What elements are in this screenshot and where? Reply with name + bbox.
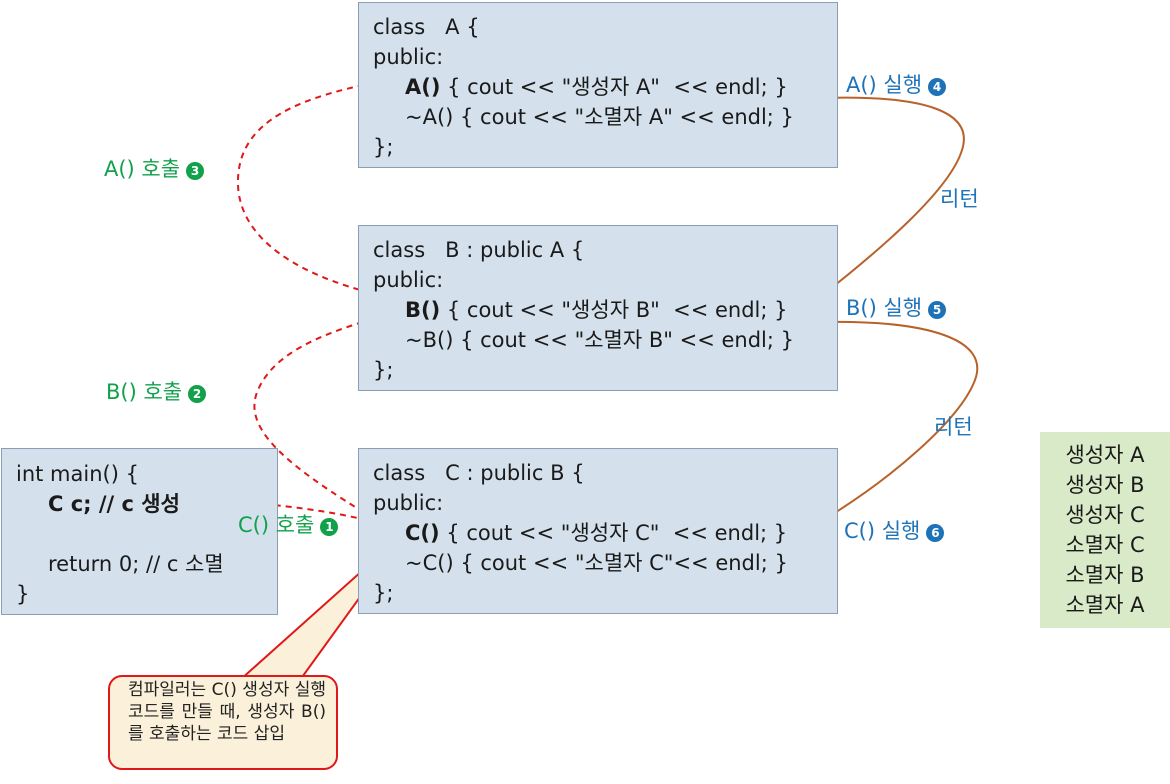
class-b-access: public:: [373, 268, 444, 292]
step-6-badge: 6: [926, 524, 945, 542]
output-line: 생성자 B: [1065, 473, 1145, 497]
class-a-box: class A { public: A() { cout << "생성자 A" …: [358, 2, 838, 168]
class-c-access: public:: [373, 491, 444, 515]
call-a-arrow: [236, 73, 403, 301]
output-panel: 생성자 A 생성자 B 생성자 C 소멸자 C 소멸자 B 소멸자 A: [1040, 432, 1170, 628]
step-5-badge: 5: [928, 301, 947, 319]
class-c-constructor: C() { cout << "생성자 C" << endl; }: [373, 518, 823, 548]
main-header: int main() {: [16, 462, 139, 486]
class-a-ctor-name: A(): [405, 75, 441, 99]
class-a-ctor-body: { cout << "생성자 A" << endl; }: [440, 75, 788, 99]
class-b-header: class B : public A {: [373, 238, 585, 262]
main-create-object: C c; // c 생성: [48, 492, 180, 516]
output-line: 소멸자 A: [1065, 593, 1145, 617]
main-function-box: int main() { C c; // c 생성 return 0; // c…: [1, 448, 278, 615]
class-b-ctor-body: { cout << "생성자 B" << endl; }: [440, 298, 788, 322]
class-c-header: class C : public B {: [373, 461, 585, 485]
class-c-destructor: ~C() { cout << "소멸자 C"<< endl; }: [405, 551, 788, 575]
return-b-to-c-arrow: [818, 320, 979, 523]
class-b-destructor: ~B() { cout << "소멸자 B" << endl; }: [405, 328, 794, 352]
step-2-badge: 2: [188, 385, 207, 403]
output-line: 생성자 A: [1065, 443, 1145, 467]
class-c-close: };: [373, 581, 394, 605]
return-label-1: 리턴: [940, 187, 979, 211]
class-a-access: public:: [373, 45, 444, 69]
class-b-box: class B : public A { public: B() { cout …: [358, 225, 838, 391]
class-b-constructor: B() { cout << "생성자 B" << endl; }: [373, 295, 823, 325]
step-4-badge: 4: [928, 78, 947, 96]
class-a-constructor: A() { cout << "생성자 A" << endl; }: [373, 72, 823, 102]
class-b-close: };: [373, 358, 394, 382]
class-c-ctor-body: { cout << "생성자 C" << endl; }: [439, 521, 788, 545]
return-a-to-b-arrow: [818, 96, 965, 298]
class-c-box: class C : public B { public: C() { cout …: [358, 448, 838, 614]
main-blank-line: [16, 519, 263, 549]
class-b-ctor-name: B(): [405, 298, 441, 322]
output-line: 생성자 C: [1065, 503, 1145, 527]
class-c-ctor-name: C(): [405, 521, 440, 545]
output-line: 소멸자 C: [1065, 533, 1145, 557]
main-return: return 0; // c 소멸: [48, 552, 224, 576]
class-a-destructor: ~A() { cout << "소멸자 A" << endl; }: [405, 105, 794, 129]
step-1-badge: 1: [320, 518, 339, 536]
output-line: 소멸자 B: [1065, 563, 1145, 587]
step-3-badge: 3: [186, 162, 205, 180]
main-close: }: [16, 582, 30, 606]
compiler-note-callout: 컴파일러는 C() 생성자 실행 코드를 만들 때, 생성자 B()를 호출하는…: [108, 675, 338, 770]
class-a-close: };: [373, 135, 394, 159]
call-c-arrow: [197, 497, 404, 533]
class-a-header: class A {: [373, 15, 480, 39]
return-label-2: 리턴: [934, 415, 973, 439]
